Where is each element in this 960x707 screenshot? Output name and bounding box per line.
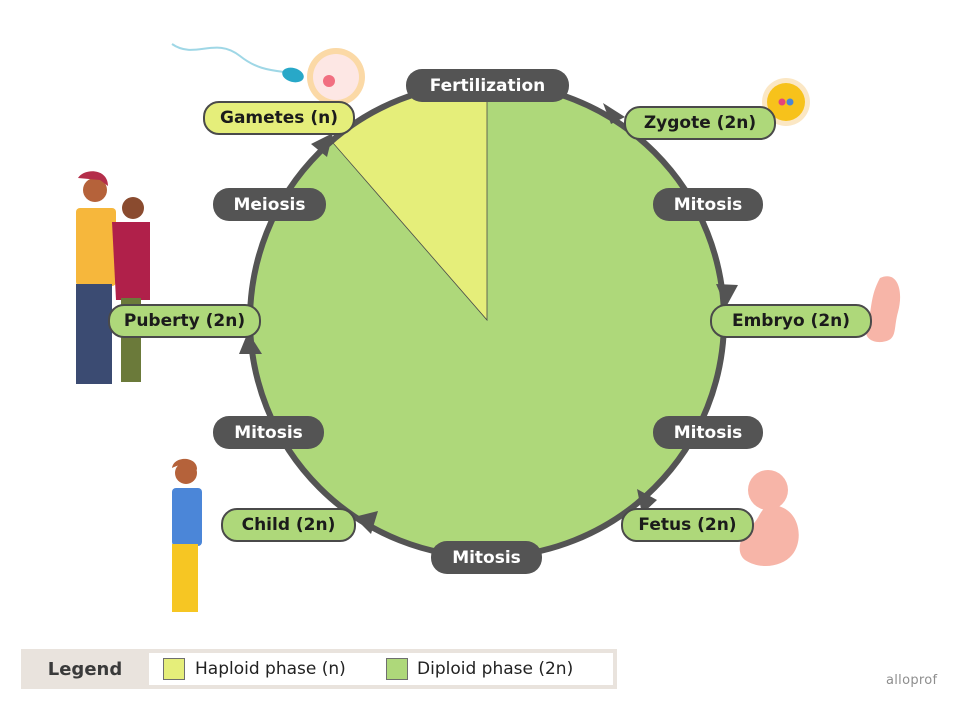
sperm-illustration (171, 43, 304, 83)
stage-embryo: Embryo (2n) (710, 304, 872, 338)
adults-illustration (76, 171, 150, 384)
stage-child: Child (2n) (221, 508, 356, 542)
process-mitosis-4: Mitosis (213, 416, 324, 449)
embryo-illustration (865, 276, 901, 343)
legend-title: Legend (47, 658, 123, 680)
stage-puberty: Puberty (2n) (108, 304, 261, 338)
stage-fetus: Fetus (2n) (621, 508, 754, 542)
process-mitosis-3: Mitosis (431, 541, 542, 574)
fertilization-label: Fertilization (406, 69, 569, 102)
watermark-logo: alloprof (886, 673, 938, 688)
arrow-to-embryo (716, 284, 738, 307)
stage-zygote: Zygote (2n) (624, 106, 776, 140)
stage-gametes: Gametes (n) (203, 101, 355, 135)
arrow-to-gametes (311, 133, 333, 157)
process-mitosis-1: Mitosis (653, 188, 763, 221)
arrow-to-puberty (239, 332, 262, 354)
child-illustration (172, 458, 202, 612)
cycle-arrows (239, 103, 738, 534)
egg-illustration (307, 48, 365, 106)
process-meiosis: Meiosis (213, 188, 326, 221)
fetus-illustration (739, 470, 799, 567)
arrow-to-fetus (637, 489, 657, 514)
legend-swatch-diploid (386, 658, 408, 680)
legend-label-haploid: Haploid phase (n) (195, 659, 346, 679)
arrow-to-child (354, 511, 378, 534)
legend: Legend Haploid phase (n) Diploid phase (… (21, 649, 617, 689)
process-mitosis-2: Mitosis (653, 416, 763, 449)
legend-swatch-haploid (163, 658, 185, 680)
legend-items: Haploid phase (n) Diploid phase (2n) (149, 653, 613, 685)
legend-label-diploid: Diploid phase (2n) (417, 659, 574, 679)
arrow-to-zygote (603, 103, 625, 124)
